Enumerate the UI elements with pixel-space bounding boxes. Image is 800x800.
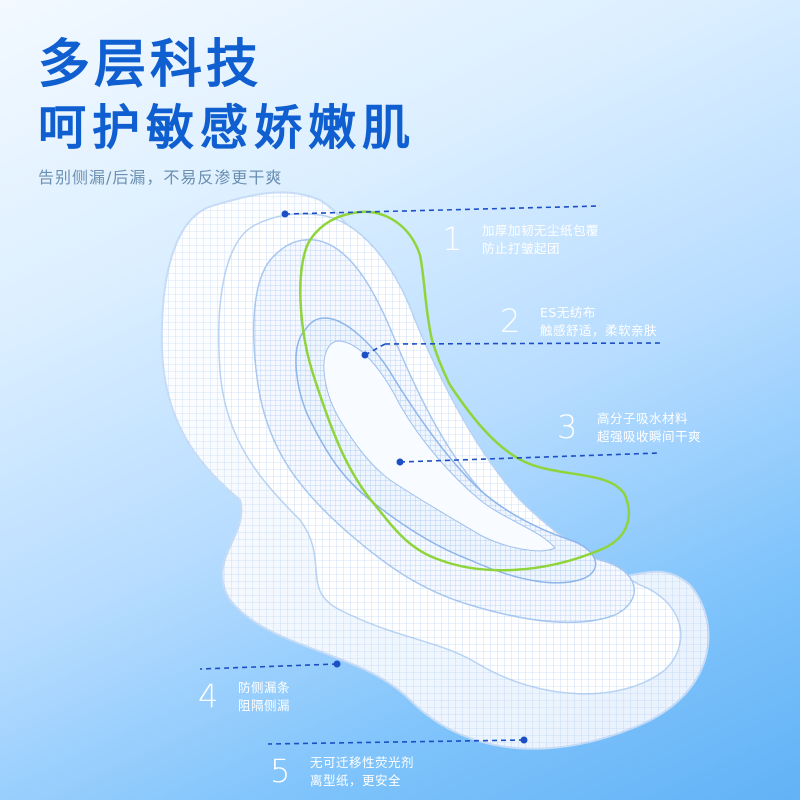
callout-2: 2 ES无纺布 触感舒适，柔软亲肤 — [500, 304, 657, 340]
leader-dot-4 — [333, 660, 341, 668]
leader-line-1 — [284, 205, 601, 215]
leader-line-2a — [364, 343, 386, 356]
leader-dot-2 — [361, 351, 369, 359]
callout-text-line2: 触感舒适，柔软亲肤 — [540, 323, 658, 338]
leader-line-4 — [199, 663, 338, 670]
callout-3: 3 高分子吸水材料 超强吸收瞬间干爽 — [557, 410, 701, 446]
callout-text-line2: 防止打皱起团 — [482, 241, 561, 256]
headline-subtitle-large: 呵护敏感娇嫩肌 — [38, 100, 417, 156]
es-nonwoven-outline — [299, 210, 631, 572]
callout-text-line1: 无可迁移性荧光剂 — [310, 755, 415, 770]
callout-text-line1: 高分子吸水材料 — [597, 411, 689, 426]
callout-text-line1: 防侧漏条 — [238, 680, 291, 695]
leader-line-3 — [399, 452, 661, 463]
leader-lines — [199, 205, 661, 745]
callout-number: 1 — [442, 220, 463, 258]
callout-text-line2: 阻隔侧漏 — [238, 698, 291, 713]
leader-dot-5 — [520, 736, 528, 744]
tagline: 告别侧漏/后漏，不易反渗更干爽 — [38, 168, 283, 187]
leader-dots — [281, 210, 528, 744]
callout-4: 4 防侧漏条 阻隔侧漏 — [198, 679, 290, 715]
callout-number: 2 — [500, 302, 521, 340]
callout-number: 4 — [198, 677, 219, 715]
headline-title: 多层科技 — [38, 35, 263, 95]
leader-dot-1 — [281, 210, 289, 218]
callout-text-line1: 加厚加韧无尘纸包覆 — [482, 223, 600, 238]
callout-5: 5 无可迁移性荧光剂 离型纸，更安全 — [270, 754, 414, 790]
callout-text-line2: 离型纸，更安全 — [310, 773, 402, 788]
pad-absorbent-core — [295, 317, 597, 584]
callout-text-line2: 超强吸收瞬间干爽 — [597, 429, 702, 444]
leader-dot-3 — [396, 458, 404, 466]
callout-text-line1: ES无纺布 — [540, 305, 596, 320]
leader-line-2b — [384, 342, 661, 345]
leader-line-5 — [267, 739, 525, 745]
callout-1: 1 加厚加韧无尘纸包覆 防止打皱起团 — [442, 222, 599, 258]
callout-number: 3 — [557, 408, 578, 446]
callout-number: 5 — [270, 752, 291, 790]
